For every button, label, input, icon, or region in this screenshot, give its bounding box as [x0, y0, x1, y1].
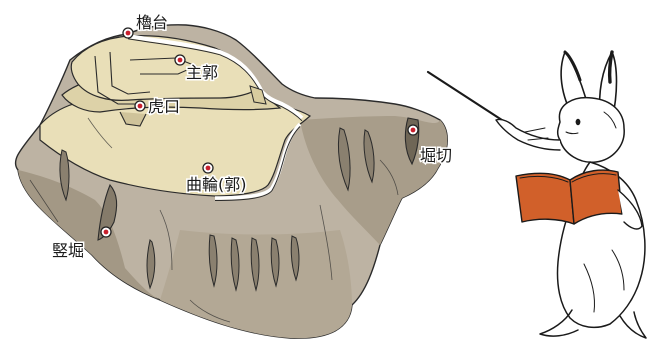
- mountain-illustration: [14, 24, 448, 339]
- kuruwa-label: 曲輪(郭): [186, 175, 247, 194]
- koguchi-gate: [119, 111, 147, 127]
- pointer-stick-icon: [426, 70, 507, 124]
- label-horikiri: 堀切: [407, 124, 454, 167]
- rabbit-arm-right: [495, 118, 561, 151]
- rabbit-eye: [575, 118, 581, 126]
- rabbit-teacher-icon: [426, 50, 647, 339]
- label-tatebori: 竪堀: [51, 226, 112, 262]
- rabbit-arm-left: [617, 189, 643, 230]
- rabbit-leg-right: [619, 311, 647, 339]
- label-shukuruwa: 主郭: [174, 54, 220, 84]
- rock-shadow-left: [18, 170, 160, 300]
- rock-texture: [29, 117, 399, 323]
- rabbit-head: [556, 96, 625, 163]
- outer-wall: [214, 122, 302, 200]
- horikiri-label: 堀切: [420, 146, 452, 165]
- open-book-icon: [515, 169, 623, 225]
- label-koguchi: 虎口: [134, 96, 182, 118]
- shukuruwa-label: 主郭: [186, 63, 218, 82]
- label-yagura: 櫓台: [122, 12, 170, 39]
- yagura-label: 櫓台: [136, 13, 168, 32]
- koguchi-path: [94, 51, 198, 105]
- label-kuruwa: 曲輪(郭): [185, 162, 248, 196]
- rabbit-leg-left: [539, 309, 579, 337]
- rock-grooves: [59, 127, 375, 292]
- outer-wall-edge: [214, 126, 301, 201]
- koguchi-label: 虎口: [148, 97, 180, 116]
- tatebori-label: 竪堀: [52, 241, 84, 260]
- yagura-step: [249, 85, 267, 105]
